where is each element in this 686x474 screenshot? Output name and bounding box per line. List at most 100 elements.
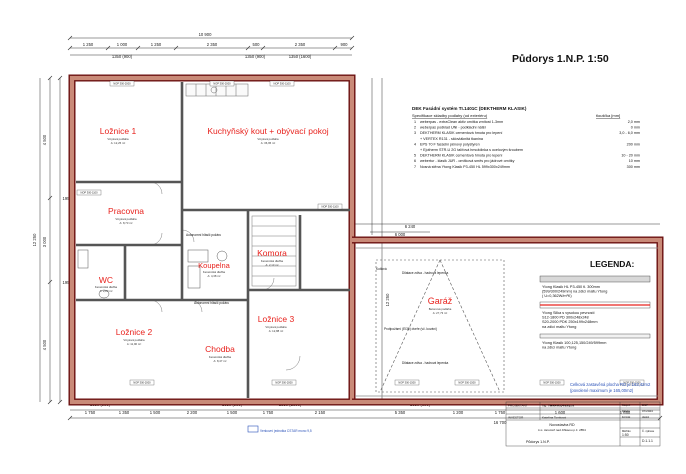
room-area: A: 4,38 m²: [208, 274, 221, 278]
tb-value: 07/2024: [642, 409, 653, 413]
dek-row-value: 200 mm: [627, 142, 640, 146]
window-tag: NOP 300-2000: [275, 381, 293, 385]
ac-unit-note: Venkovní jednotka CSTAR mono 9,5: [260, 429, 312, 433]
dim-top-total: 10 900: [199, 32, 212, 37]
legend-item-text: Ytong Klasik HL P3-450 tl. 300mm: [542, 285, 600, 289]
dim-left: 195: [63, 280, 71, 285]
area-note: Celková zastavěná plocha RD je 163,42m2: [570, 382, 651, 387]
legend-title: LEGENDA:: [590, 259, 635, 269]
dek-row-number: 1: [414, 120, 416, 124]
dim-top: 1 250: [83, 42, 94, 47]
legend-swatch: [539, 333, 651, 339]
dim-bottom-total: 16 700: [494, 420, 507, 425]
room-area: A: 12,25 m²: [111, 141, 126, 145]
fire-door-note: Protipožární (EI30) dveře (vč. kování): [384, 327, 437, 331]
dek-heading: DEK Fasádní systém TI.1401C (DEKTHERM KL…: [412, 106, 527, 111]
drawing-title: Půdorys 1.N.P. 1:50: [512, 53, 609, 65]
dek-row-number: 2: [414, 126, 416, 130]
dek-row-text: Nosná stěna Ytong Klasik P3-450 HL 599x3…: [420, 165, 510, 169]
window-tag: NOP 300-1100: [273, 82, 291, 86]
room-labels: Ložnice 1 Vinylová podlaha A: 12,25 m² K…: [95, 126, 453, 363]
dim-bottom: 1 750: [263, 410, 274, 415]
room-area: A: 8,73 m²: [120, 221, 133, 225]
dim-top-inner: 1350 (1600): [289, 54, 312, 59]
window-tag: NOP 300-2000: [213, 82, 231, 86]
tb-value: DSP: [642, 403, 648, 407]
room-floor: Keramická dlažba: [203, 270, 226, 274]
tb-value: D.1.1.1: [642, 439, 653, 443]
room-floor: Keramická dlažba: [261, 259, 284, 263]
legend-swatch: [539, 275, 651, 283]
dek-row-text: + Ejotherm STR-U 2G talířová hmoždinka s…: [420, 148, 523, 152]
dim-top: 2 350: [207, 42, 218, 47]
dek-row-value: 3,0 - 6,0 mm: [619, 131, 640, 135]
dek-row-text: DEKTHERM KLASIK cementová hmota pro lepe…: [420, 154, 502, 158]
dek-col2: tloušťka [mm]: [596, 113, 620, 118]
room-name: Koupelna: [198, 261, 231, 270]
dek-row-text: DEKTHERM KLASIK cementová hmota pro lepe…: [420, 131, 502, 135]
dek-row-text: weberpas podklad UNI - podkladní nátěr: [420, 126, 487, 130]
window-tag: NOP 300-1500: [398, 381, 416, 385]
window-tag: NOP 300-1100: [321, 205, 339, 209]
window-tag: NOP 300-2000: [113, 82, 131, 86]
tb-value: 4xA4: [642, 415, 649, 419]
legend-item-text: S20-2000 PDK 250x199x248mm: [542, 320, 598, 324]
annotations: Dilatace zdiva - hadrová lepenka Dilatac…: [186, 233, 448, 433]
room-name: Ložnice 3: [258, 314, 295, 324]
dim-bottom: 1 350: [119, 410, 130, 415]
dek-spec-table: DEK Fasádní systém TI.1401C (DEKTHERM KL…: [412, 106, 640, 169]
bathroom-fixtures: [77, 249, 228, 299]
dek-row-number: 5: [414, 154, 416, 158]
dim-top-inner: 1350 (900): [112, 54, 133, 59]
dek-row-number: 6: [414, 159, 416, 163]
dim-left-total: 12 250: [32, 233, 37, 246]
room-name: Pracovna: [108, 206, 144, 216]
room-area: A: 2,13 m²: [266, 263, 279, 267]
dim-bottom: 1 500: [227, 410, 238, 415]
room-floor: Vinylová podlaha: [123, 338, 145, 342]
dim-bottom: 1 600: [555, 410, 566, 415]
room-floor: Keramická dlažba: [95, 285, 118, 289]
room-name: Chodba: [205, 344, 235, 354]
room-area: A: 2,89 m²: [100, 289, 113, 293]
dim-mid-right: 6 240: [405, 224, 416, 229]
ac-unit-icon: [247, 425, 259, 433]
dim-left: 4 500: [42, 339, 47, 350]
legend-item-text: S12-1800 PD 300x248x248: [542, 316, 589, 320]
dim-bottom: 2 200: [187, 410, 198, 415]
tb-label: INVESTOR: [508, 416, 524, 420]
room-floor: Vinylová podlaha: [107, 137, 129, 141]
room-name: Kuchyňský kout + obývací pokoj: [207, 126, 328, 136]
staircase: [251, 215, 297, 287]
dim-bottom: 1 500: [150, 410, 161, 415]
dek-row-value: 0 mm: [631, 126, 640, 130]
dek-row-number: 3: [414, 131, 416, 135]
dim-top: 1 000: [117, 42, 128, 47]
window-tag: NOP 300-1500: [543, 381, 561, 385]
title-block-text: PROJEKTANT Ing. Vlastimila Hrychová INVE…: [508, 403, 655, 444]
room-name: Ložnice 2: [116, 327, 153, 337]
legend-item-text: ( U=0,362W/m²K): [542, 294, 572, 298]
room-area: A: 12,88 m²: [269, 329, 284, 333]
dek-row-text: + VERTEX R131 - sklovláknitá tkanina: [420, 137, 484, 141]
dim-left: 195: [63, 196, 71, 201]
door-swings: [149, 181, 301, 371]
dim-top-inner: 1350 (900): [245, 54, 266, 59]
room-floor: Betonová podlaha: [429, 307, 452, 311]
tb-value: Kateřina Tomková: [542, 416, 566, 420]
title-block: [505, 401, 661, 447]
dim-top: 1 250: [151, 42, 162, 47]
tb-value: 1:50: [622, 433, 629, 437]
dim-bottom: 2 150: [315, 410, 326, 415]
dim-top: 500: [253, 42, 261, 47]
room-name: Komora: [257, 248, 287, 258]
window-tags: NOP 300-2000 NOP 300-1100 NOP 300-2000 N…: [76, 80, 645, 386]
room-floor: Vinylová podlaha: [115, 217, 137, 221]
legend-item-text: na zdicí maltu Ytong: [542, 325, 576, 329]
boiler-note: Kotlová: [376, 267, 387, 271]
dek-row-value: 300 mm: [627, 165, 640, 169]
tb-value: Ing. Vlastimila Hrychová: [542, 404, 575, 408]
legend-item-text: Ytong Klasik 100,125,150/249/599mm: [542, 341, 606, 345]
garage-dilatation-note: Dilatace zdiva - hadrová lepenka: [402, 271, 448, 275]
